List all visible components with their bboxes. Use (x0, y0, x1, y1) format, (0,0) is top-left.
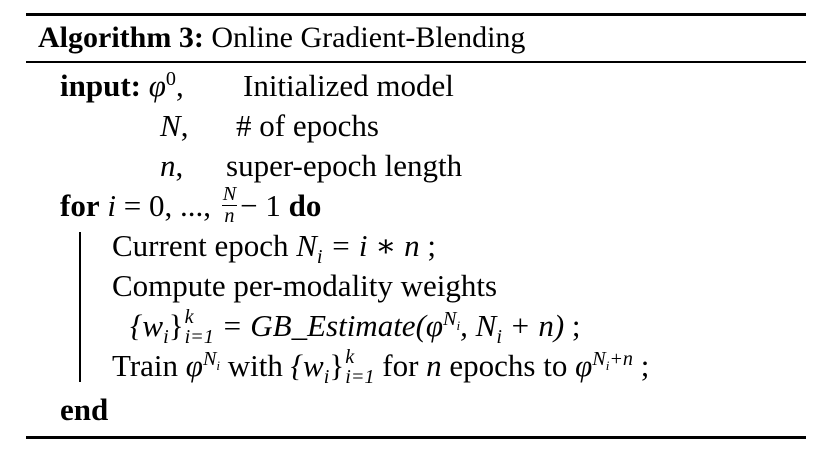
body-line-4-train: Train (112, 348, 186, 383)
input-symbol-n: n (160, 148, 176, 183)
input-sep-3: , (175, 148, 184, 183)
body-line-4-sup2: Ni+n (592, 347, 634, 373)
algorithm-header: Algorithm 3: Online Gradient-Blending (38, 18, 525, 58)
input-sep-1: , (175, 68, 184, 103)
header-rule (26, 61, 806, 63)
body-line-4-set-close: } (329, 348, 345, 383)
algorithm-label: Algorithm 3: (38, 21, 204, 54)
body-line-3-args: , N (460, 308, 497, 343)
loop-frac-den: n (224, 205, 235, 228)
body-line-3-end: ; (564, 308, 581, 343)
body-line-4-sup-k: k (345, 345, 355, 368)
body-line-4-sup-sub: i (216, 357, 221, 373)
input-line-2: N, (160, 106, 188, 146)
body-line-4-with: with (220, 348, 291, 383)
input-desc-2: # of epochs (236, 108, 379, 143)
body-line-4-epochs: epochs to (441, 348, 576, 383)
input-sep-2: , (180, 108, 189, 143)
body-line-3-sup: Ni (443, 307, 461, 333)
input-symbol-phi-sup: 0 (165, 67, 176, 90)
body-line-4-sub-range: i=1 (345, 365, 375, 388)
body-line-4-sup2-rest: +n (609, 347, 634, 370)
do-keyword: do (288, 188, 322, 223)
body-line-3-args-sub: i (496, 326, 502, 349)
body-line-3-sup-k: k (184, 305, 194, 328)
body-line-3-sub-range: i=1 (184, 325, 214, 348)
loop-body-bar (79, 232, 81, 382)
body-line-4-sup-N: N (202, 347, 217, 370)
loop-range-start: = 0, ..., (123, 188, 219, 223)
body-line-4-sup: Ni (202, 347, 221, 373)
top-rule (26, 13, 806, 16)
loop-var: i (107, 188, 116, 223)
body-line-3-eq: = GB_Estimate(φ (213, 308, 444, 343)
body-line-1-end: ; (419, 228, 436, 263)
body-line-1-text: Current epoch (112, 228, 297, 263)
bottom-rule (26, 436, 806, 439)
body-line-3-sup-sub: i (456, 317, 461, 333)
for-keyword: for (60, 188, 100, 223)
algorithm-title: Online Gradient-Blending (211, 21, 526, 54)
body-line-4-end: ; (633, 348, 650, 383)
body-line-3-close: } (168, 308, 184, 343)
body-line-4-set-open: {w (290, 348, 324, 383)
body-line-4-sup2-N: N (592, 347, 606, 370)
body-line-4-for: for (374, 348, 427, 383)
body-line-3-open: {w (130, 308, 164, 343)
loop-frac-num: N (221, 183, 238, 207)
input-desc-1: Initialized model (243, 68, 454, 103)
body-line-2: Compute per-modality weights (112, 268, 498, 303)
end-keyword: end (60, 392, 109, 427)
body-line-4-phi: φ (185, 348, 203, 383)
body-line-4-phi2: φ (575, 348, 593, 383)
body-line-1-sub: i (316, 246, 323, 269)
input-desc-3: super-epoch length (226, 148, 463, 183)
input-symbol-N: N (160, 108, 181, 143)
body-line-3-args-rest: + n) (501, 308, 565, 343)
body-line-3-sub-i: i (163, 326, 169, 349)
input-symbol-phi: φ (148, 68, 166, 103)
input-keyword: input: (60, 68, 141, 103)
input-line-3: n, (160, 146, 183, 186)
body-line-1-var: N (296, 228, 317, 263)
body-line-3-sup-N: N (443, 307, 457, 330)
input-line-1: input: φ0, (60, 66, 184, 106)
body-line-4-n: n (426, 348, 442, 383)
body-line-4-sup2-sub: i (605, 357, 610, 373)
body-line-1-rest: = i ∗ n (322, 228, 420, 263)
body-line-1: Current epoch Ni = i ∗ n ; (112, 226, 436, 269)
loop-range-end: − 1 (240, 188, 281, 223)
body-line-4-set-sub: i (323, 366, 330, 389)
